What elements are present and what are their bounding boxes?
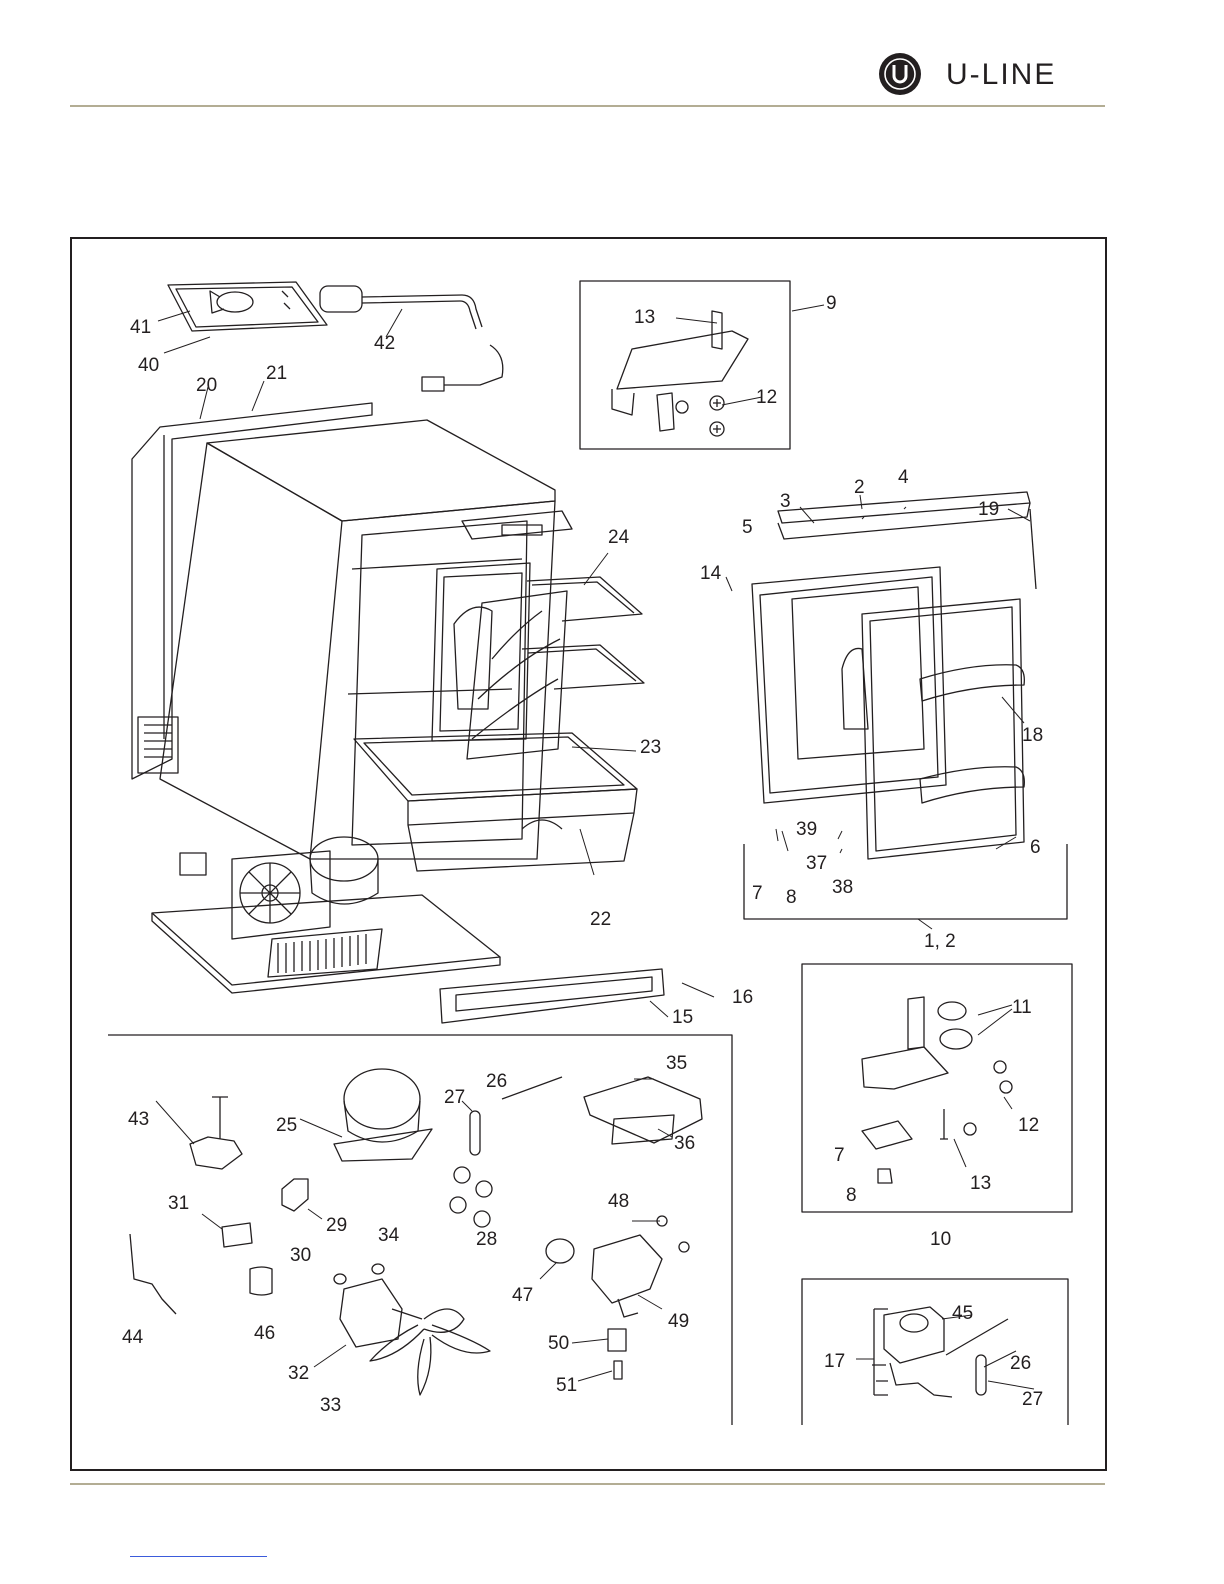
top-hinge-box bbox=[580, 281, 790, 449]
callout-41: 41 bbox=[130, 317, 151, 338]
callout-28: 28 bbox=[476, 1229, 497, 1250]
door-gasket bbox=[862, 599, 1024, 859]
callout-13-bottom: 13 bbox=[970, 1173, 991, 1194]
callout-7-door: 7 bbox=[752, 883, 763, 904]
callout-14: 14 bbox=[700, 563, 722, 584]
base-condenser bbox=[152, 837, 500, 993]
callout-13-top: 13 bbox=[634, 307, 655, 328]
callout-45: 45 bbox=[952, 1303, 973, 1324]
callout-26-valve: 26 bbox=[1010, 1353, 1031, 1374]
callout-46: 46 bbox=[254, 1323, 275, 1344]
callout-8-door: 8 bbox=[786, 887, 797, 908]
callout-29: 29 bbox=[326, 1215, 347, 1236]
drawing-linework bbox=[108, 281, 1072, 1425]
cabinet-shell bbox=[160, 420, 555, 859]
door-panel bbox=[752, 567, 946, 803]
wire-shelves bbox=[522, 577, 644, 689]
callout-4: 4 bbox=[898, 467, 909, 488]
callout-12-bottom: 12 bbox=[1018, 1115, 1039, 1136]
callout-8-bottom: 8 bbox=[846, 1185, 857, 1206]
diagram-frame: 41 40 42 20 21 24 23 22 15 16 9 13 12 1,… bbox=[70, 237, 1107, 1471]
callout-23: 23 bbox=[640, 737, 661, 758]
callout-25: 25 bbox=[276, 1115, 297, 1136]
callout-22: 22 bbox=[590, 909, 611, 930]
callout-50: 50 bbox=[548, 1333, 569, 1354]
callout-19: 19 bbox=[978, 499, 999, 520]
callout-38: 38 bbox=[832, 877, 853, 898]
callout-18: 18 bbox=[1022, 725, 1043, 746]
callout-48: 48 bbox=[608, 1191, 629, 1212]
callout-33: 33 bbox=[320, 1395, 341, 1416]
callout-43: 43 bbox=[128, 1109, 149, 1130]
callout-7-bottom: 7 bbox=[834, 1145, 845, 1166]
callout-40: 40 bbox=[138, 355, 159, 376]
callout-51: 51 bbox=[556, 1375, 577, 1396]
callout-27: 27 bbox=[444, 1087, 465, 1108]
light-harness bbox=[320, 286, 503, 391]
callout-6: 6 bbox=[1030, 837, 1041, 858]
water-valve bbox=[872, 1307, 1008, 1397]
footer-rule bbox=[70, 1483, 1105, 1485]
callout-15: 15 bbox=[672, 1007, 693, 1028]
callout-16: 16 bbox=[732, 987, 753, 1008]
callout-36: 36 bbox=[674, 1133, 695, 1154]
callout-47: 47 bbox=[512, 1285, 533, 1306]
callout-30: 30 bbox=[290, 1245, 311, 1266]
callout-2: 2 bbox=[854, 477, 865, 498]
kickplate-grille bbox=[440, 969, 664, 1023]
callout-3: 3 bbox=[780, 491, 791, 512]
callout-10: 10 bbox=[930, 1229, 951, 1250]
callout-49: 49 bbox=[668, 1311, 689, 1332]
light-housing bbox=[168, 282, 327, 331]
u-line-logo-icon bbox=[878, 52, 922, 96]
callout-1-2: 1, 2 bbox=[924, 931, 956, 952]
bottom-hinge bbox=[862, 997, 1012, 1183]
callout-12-top: 12 bbox=[756, 387, 777, 408]
callout-26: 26 bbox=[486, 1071, 507, 1092]
callout-32: 32 bbox=[288, 1363, 309, 1384]
brand-name: U-LINE bbox=[946, 58, 1056, 92]
door-rod bbox=[1030, 509, 1036, 589]
callout-31: 31 bbox=[168, 1193, 189, 1214]
callout-42: 42 bbox=[374, 333, 395, 354]
callout-34: 34 bbox=[378, 1225, 400, 1246]
crisper-assembly bbox=[354, 733, 637, 871]
callout-9: 9 bbox=[826, 293, 837, 314]
callout-24: 24 bbox=[608, 527, 630, 548]
callout-17: 17 bbox=[824, 1351, 845, 1372]
callout-44: 44 bbox=[122, 1327, 144, 1348]
footer-link-underline[interactable] bbox=[130, 1556, 267, 1557]
top-hinge bbox=[612, 311, 748, 436]
callout-39: 39 bbox=[796, 819, 817, 840]
callout-21: 21 bbox=[266, 363, 287, 384]
callout-11: 11 bbox=[1012, 997, 1032, 1018]
callout-27-valve: 27 bbox=[1022, 1389, 1043, 1410]
evaporator bbox=[432, 563, 530, 741]
exploded-parts-diagram: 41 40 42 20 21 24 23 22 15 16 9 13 12 1,… bbox=[72, 239, 1105, 1469]
callout-5: 5 bbox=[742, 517, 753, 538]
callout-20: 20 bbox=[196, 375, 217, 396]
callout-35: 35 bbox=[666, 1053, 687, 1074]
components-parts bbox=[130, 1069, 702, 1395]
callout-37: 37 bbox=[806, 853, 827, 874]
header-rule bbox=[70, 105, 1105, 107]
